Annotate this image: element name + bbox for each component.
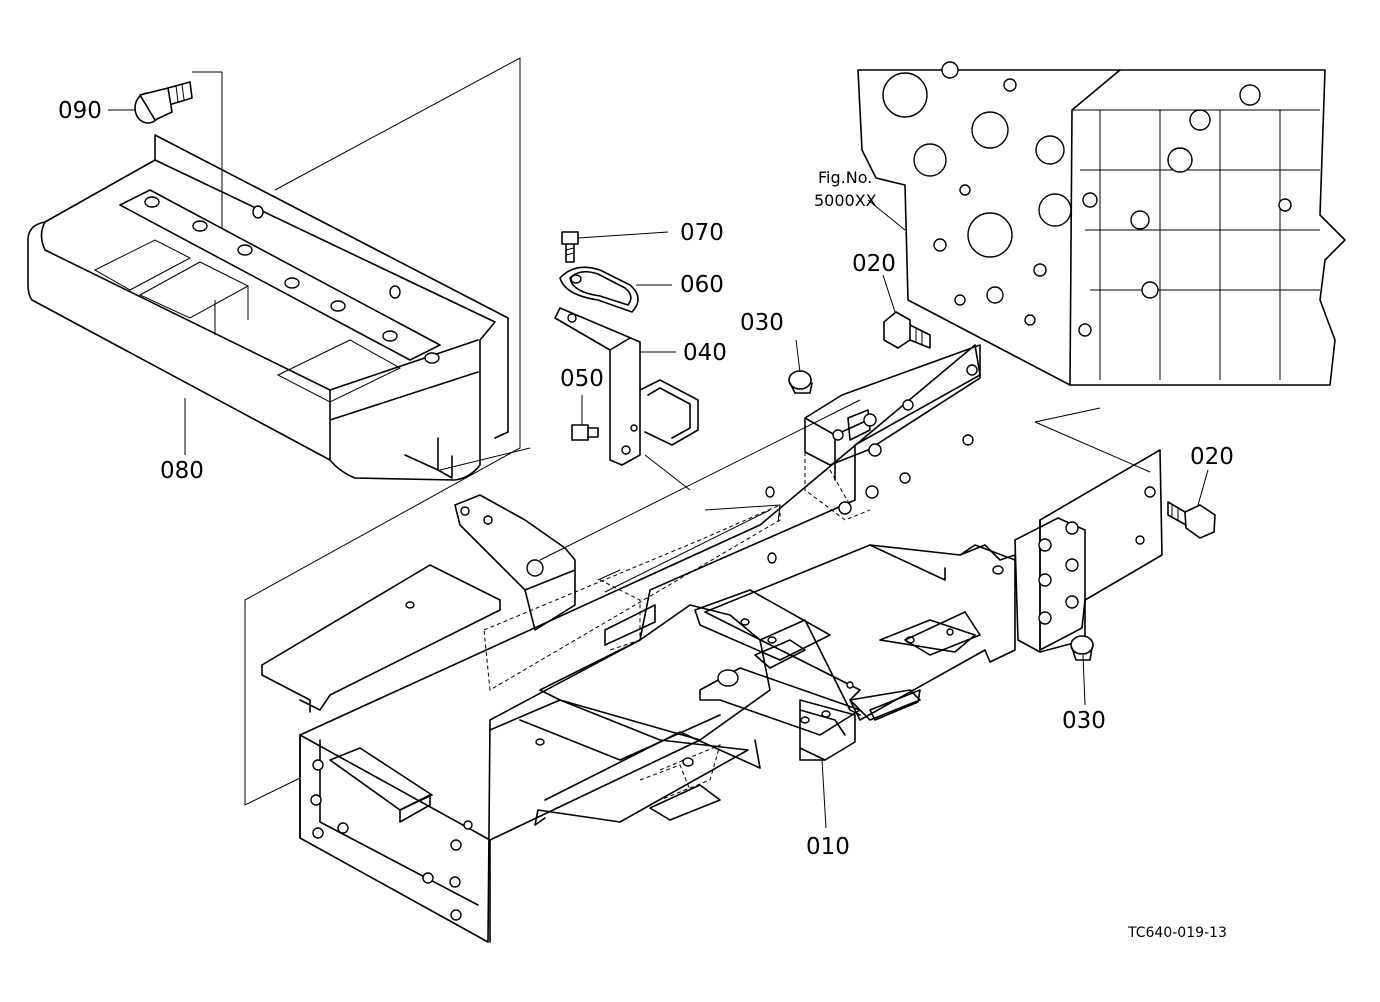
bolt-020-upper (883, 311, 931, 349)
collar-030-upper (788, 370, 813, 394)
callout-020-right: 020 (1190, 444, 1234, 470)
bracket-040 (554, 307, 699, 466)
bolt-090 (134, 81, 193, 124)
figure-ref-number: 5000XX (814, 191, 877, 210)
callout-090: 090 (58, 98, 102, 124)
collar-030-lower (1070, 635, 1094, 661)
figure-ref-label: Fig.No. (818, 168, 872, 187)
tank-080 (27, 134, 509, 481)
bolt-050 (571, 424, 599, 441)
callout-030-upper: 030 (740, 310, 784, 336)
bolt-020-right (1167, 501, 1216, 539)
callout-070: 070 (680, 220, 724, 246)
clamp-060 (559, 266, 639, 313)
callout-040: 040 (683, 340, 727, 366)
callout-010: 010 (806, 834, 850, 860)
leader-lines (108, 109, 1209, 829)
callout-060: 060 (680, 272, 724, 298)
frame-010 (261, 344, 1163, 943)
drawing-number: TC640-019-13 (1127, 925, 1227, 941)
bolt-070 (561, 231, 579, 263)
callout-030-lower: 030 (1062, 708, 1106, 734)
engine-block (857, 61, 1346, 386)
callout-050: 050 (560, 366, 604, 392)
callout-020-upper: 020 (852, 251, 896, 277)
callout-080: 080 (160, 458, 204, 484)
reference-lines (192, 57, 1151, 806)
